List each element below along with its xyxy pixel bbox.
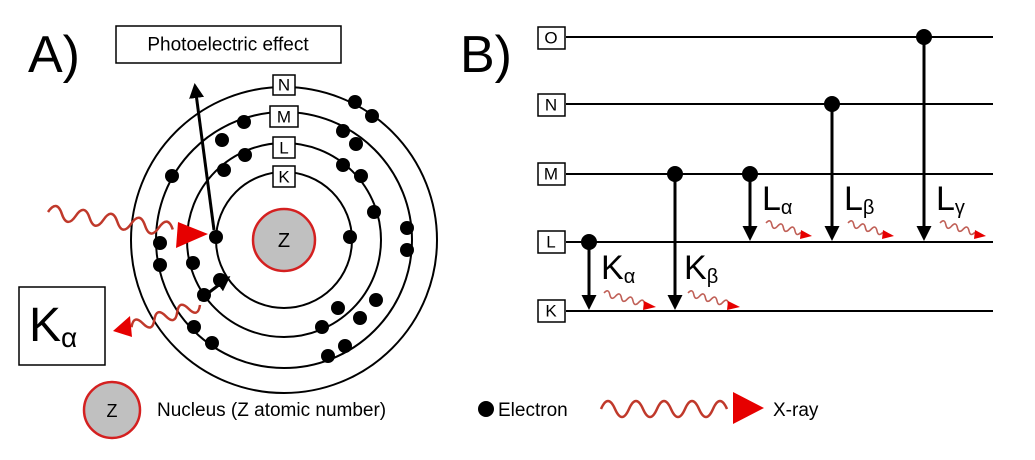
electron (400, 221, 414, 235)
transition-label: Kβ (684, 249, 718, 288)
electron (348, 95, 362, 109)
xray-wave (847, 220, 884, 236)
legend-xray: X-ray (599, 392, 819, 424)
level-label-n: N (537, 93, 566, 117)
legend-xray-wave (599, 399, 729, 419)
legend-nucleus-symbol: Z (107, 401, 118, 421)
electron (238, 148, 252, 162)
nucleus: Z (251, 207, 317, 273)
emitted-xray-arrowhead (113, 316, 132, 337)
photoelectric-label: Photoelectric effect (147, 35, 309, 56)
electron (321, 349, 335, 363)
legend: Z Nucleus (Z atomic number) Electron X-r… (82, 380, 819, 440)
shell-label-m: M (269, 105, 299, 128)
electron (153, 236, 167, 250)
legend-nucleus-label: Nucleus (Z atomic number) (157, 400, 386, 421)
legend-xray-label: X-ray (773, 400, 819, 421)
legend-electron: Electron (478, 400, 568, 421)
panel-b: B) O N M L K Kα (460, 26, 993, 323)
panel-a: A) Z (18, 25, 438, 394)
shell-label-l: L (272, 136, 296, 159)
legend-xray-arrowhead (733, 392, 764, 424)
shell-label-k: K (272, 165, 296, 188)
svg-text:L: L (546, 233, 555, 252)
panel-a-label: A) (28, 26, 80, 84)
shell-label-n: N (272, 74, 296, 96)
emission-label-box: Kα (18, 286, 106, 366)
electron (336, 158, 350, 172)
electron (237, 115, 251, 129)
xray-arrowhead (974, 230, 986, 239)
svg-text:K: K (278, 168, 290, 187)
svg-text:N: N (278, 76, 290, 95)
xray-wave (687, 290, 730, 306)
emission-label: Kα (29, 299, 77, 353)
svg-text:L: L (279, 139, 288, 158)
legend-nucleus: Z Nucleus (Z atomic number) (82, 380, 386, 440)
transition-label: Lα (762, 180, 792, 219)
emitted-xray-wave (130, 303, 202, 329)
electron (205, 336, 219, 350)
level-label-m: M (537, 162, 566, 186)
xray-arrowhead (643, 301, 656, 310)
level-label-l: L (537, 230, 566, 254)
svg-text:O: O (544, 29, 557, 48)
xray-arrowhead (727, 301, 740, 310)
transition-l-gamma: Lγ (916, 29, 986, 241)
electron (343, 230, 357, 244)
transition-arrow (198, 276, 231, 302)
svg-text:M: M (277, 108, 291, 127)
electron (354, 169, 368, 183)
svg-text:N: N (545, 96, 557, 115)
electron (153, 258, 167, 272)
transition-label: Kα (601, 249, 635, 288)
electron (217, 163, 231, 177)
electron (367, 205, 381, 219)
transition-k-alpha: Kα (581, 234, 656, 310)
legend-nucleus-icon (82, 380, 142, 440)
xray-arrowhead (882, 230, 894, 239)
electron (349, 137, 363, 151)
electron (400, 243, 414, 257)
electron (187, 320, 201, 334)
xray-wave (939, 220, 976, 236)
electron (165, 169, 179, 183)
panel-b-label: B) (460, 26, 512, 84)
electron (336, 124, 350, 138)
xray-arrowhead (800, 230, 812, 239)
electron (331, 301, 345, 315)
electron (186, 256, 200, 270)
legend-electron-icon (478, 401, 494, 417)
photoelectric-label-box: Photoelectric effect (115, 25, 342, 64)
svg-text:K: K (545, 302, 557, 321)
electron (365, 109, 379, 123)
svg-text:M: M (544, 165, 558, 184)
incoming-xray-wave (46, 204, 174, 235)
transition-label: Lγ (936, 180, 965, 219)
incoming-xray-arrowhead (176, 222, 208, 248)
electron (338, 339, 352, 353)
xray-wave (765, 220, 802, 236)
electron (353, 311, 367, 325)
electron (369, 293, 383, 307)
nucleus-label: Z (278, 230, 290, 252)
electron (215, 133, 229, 147)
transition-l-alpha: Lα (742, 166, 812, 241)
level-label-o: O (537, 26, 566, 50)
xray-wave (603, 290, 646, 306)
legend-electron-label: Electron (498, 400, 568, 421)
transition-label: Lβ (844, 180, 874, 219)
photoelectron-arrow (189, 83, 216, 231)
electron (315, 320, 329, 334)
transition-k-beta: Kβ (667, 166, 740, 310)
electron (209, 230, 223, 244)
transition-l-beta: Lβ (824, 96, 894, 241)
level-label-k: K (537, 299, 566, 323)
